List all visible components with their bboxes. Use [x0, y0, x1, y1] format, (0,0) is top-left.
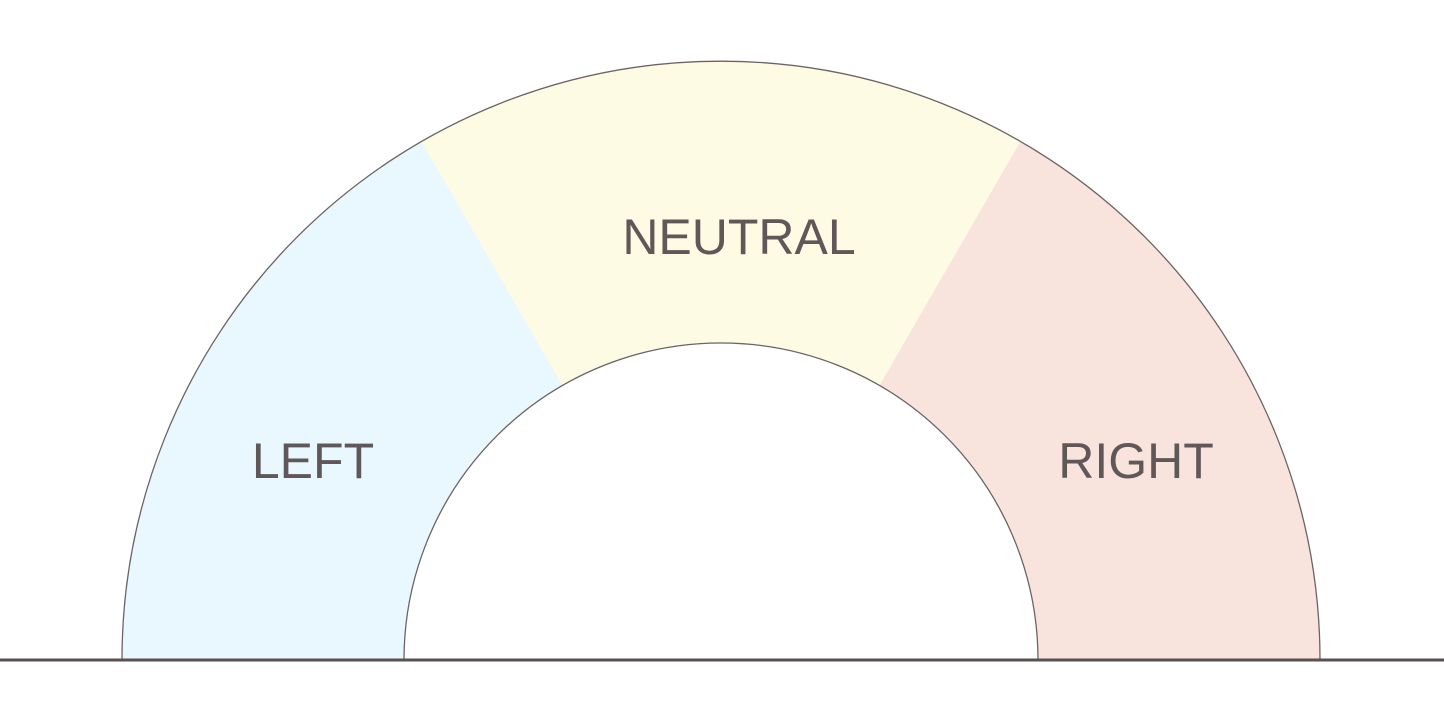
segment-left — [122, 141, 563, 660]
segment-label-neutral: NEUTRAL — [622, 209, 855, 265]
segment-label-left: LEFT — [252, 433, 374, 489]
gauge-segments — [122, 60, 1320, 660]
inner-arc-outline — [403, 342, 1039, 661]
segment-neutral — [421, 60, 1021, 386]
segment-right — [879, 141, 1320, 660]
outer-arc-outline — [121, 60, 1321, 661]
segment-label-right: RIGHT — [1058, 433, 1214, 489]
